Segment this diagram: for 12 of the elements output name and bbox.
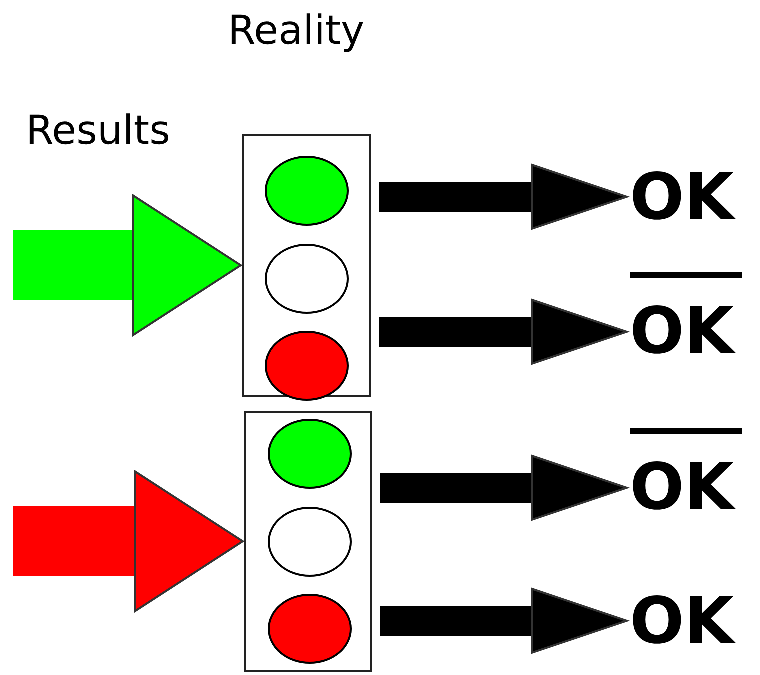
block-arrow	[13, 470, 244, 612]
negated-result-label: OK	[630, 428, 742, 520]
negated-result-label: OK	[630, 272, 742, 364]
block-arrow	[379, 164, 628, 230]
block-arrow	[13, 194, 242, 336]
column-heading: Reality	[228, 8, 365, 54]
row-heading: Results	[26, 108, 170, 154]
traffic-light-housing	[244, 411, 372, 672]
result-label: OK	[630, 588, 752, 654]
result-label: OK	[630, 164, 752, 230]
block-arrow	[380, 588, 628, 654]
block-arrow	[379, 299, 628, 365]
